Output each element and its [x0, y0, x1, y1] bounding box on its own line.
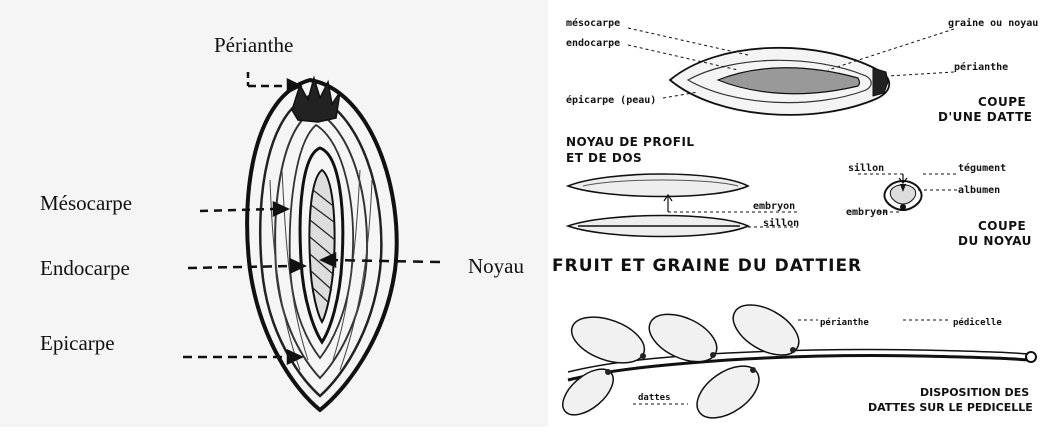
date-plate-drawing: mésocarpe endocarpe épicarpe (peau) grai… [548, 0, 1041, 427]
label-perianthe: Périanthe [214, 33, 293, 57]
label-dattes: dattes [638, 393, 671, 403]
label-mesocarpe: Mésocarpe [40, 191, 132, 215]
label-mesocarpe-small: mésocarpe [566, 17, 620, 29]
caption-disposition-1: DISPOSITION DES [920, 386, 1029, 399]
label-pedicelle: pédicelle [953, 317, 1002, 328]
label-tegument: tégument [958, 162, 1006, 174]
right-date-plate-panel: mésocarpe endocarpe épicarpe (peau) grai… [548, 0, 1041, 427]
label-endocarpe: Endocarpe [40, 256, 130, 280]
label-embryon-profil: embryon [753, 201, 795, 212]
label-epicarpe: Epicarpe [40, 331, 115, 355]
embryon-arrow-icon [664, 195, 672, 212]
label-graine: graine ou noyau [948, 17, 1038, 29]
date-section-fruit [670, 48, 889, 115]
label-perianthe-small: périanthe [954, 61, 1008, 73]
dattes-group [555, 295, 807, 427]
left-date-diagram-panel: Périanthe Mésocarpe Endocarpe Epicarpe N… [0, 0, 548, 427]
caption-coupe-datte-2: D'UNE DATTE [938, 110, 1032, 124]
caption-disposition-2: DATTES SUR LE PEDICELLE [868, 401, 1033, 414]
label-noyau: Noyau [468, 254, 524, 278]
caption-coupe-noyau-1: COUPE [978, 219, 1026, 233]
label-endocarpe-small: endocarpe [566, 38, 620, 49]
caption-coupe-datte-1: COUPE [978, 95, 1026, 109]
date-cross-section-drawing: Périanthe Mésocarpe Endocarpe Epicarpe N… [0, 0, 548, 427]
title-noyau-profil-2: ET DE DOS [566, 151, 642, 165]
label-albumen: albumen [958, 185, 1000, 196]
main-title: FRUIT ET GRAINE DU DATTIER [552, 256, 862, 276]
title-noyau-profil-1: NOYAU DE PROFIL [566, 135, 695, 149]
seed-cross-section [884, 181, 921, 210]
label-perianthe-branch: périanthe [820, 317, 869, 328]
noyau-seed [309, 170, 334, 322]
label-epicarpe-small: épicarpe (peau) [566, 94, 656, 106]
label-embryon-coupe: embryon [846, 207, 888, 218]
label-sillon-coupe: sillon [848, 162, 884, 174]
label-sillon-profil: sillon [763, 217, 799, 229]
seed-profile-drawings [568, 174, 748, 237]
caption-coupe-noyau-2: DU NOYAU [958, 234, 1032, 248]
